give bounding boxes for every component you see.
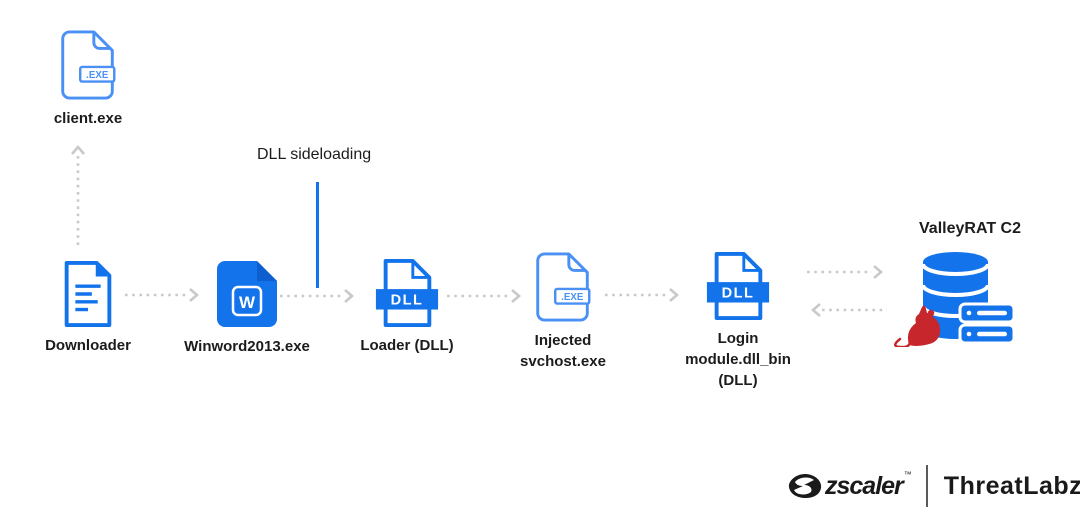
document-icon bbox=[64, 261, 112, 327]
server-rack-icon bbox=[958, 302, 1016, 345]
exe-file-icon: .EXE bbox=[536, 252, 591, 322]
node-login-module: DLL Login module.dll_bin (DLL) bbox=[673, 252, 803, 391]
node-client-exe: .EXE client.exe bbox=[33, 30, 143, 129]
arrow-login-module-to-c2 bbox=[807, 265, 883, 279]
node-valleyrat-c2: ValleyRAT C2 bbox=[888, 218, 1052, 347]
dll-file-icon: DLL bbox=[375, 259, 439, 327]
exe-file-icon: .EXE bbox=[61, 30, 116, 100]
node-label-loader: Loader (DLL) bbox=[360, 337, 454, 354]
node-injected-svchost: .EXE Injected svchost.exe bbox=[513, 252, 613, 372]
node-downloader: Downloader bbox=[33, 261, 143, 356]
arrow-loader-to-svchost bbox=[447, 289, 521, 303]
arrow-svchost-to-login-module bbox=[605, 288, 679, 302]
node-loader-dll: DLL Loader (DLL) bbox=[347, 259, 467, 356]
node-label-downloader: Downloader bbox=[45, 337, 131, 354]
arrow-downloader-to-winword bbox=[125, 288, 199, 302]
exe-badge-text: .EXE bbox=[561, 292, 584, 303]
arrow-up-downloader-to-client bbox=[71, 145, 85, 246]
node-winword: W Winword2013.exe bbox=[177, 260, 317, 357]
trademark-symbol: ™ bbox=[903, 470, 912, 479]
word-file-icon: W bbox=[217, 261, 277, 327]
threatlabz-wordmark: ThreatLabz bbox=[943, 471, 1080, 500]
arrow-c2-to-login-module bbox=[811, 303, 887, 317]
footer-brand-lockup: zscaler ™ ThreatLabz bbox=[788, 462, 1080, 510]
footer-divider bbox=[925, 465, 928, 507]
node-label-svchost: Injected svchost.exe bbox=[520, 332, 606, 370]
word-badge-text: W bbox=[239, 293, 256, 312]
zscaler-logo-icon bbox=[788, 474, 822, 498]
node-label-valleyrat-c2: ValleyRAT C2 bbox=[919, 220, 1021, 237]
dll-sideloading-annotation: DLL sideloading bbox=[257, 146, 372, 163]
arrow-winword-to-loader bbox=[280, 289, 354, 303]
zscaler-wordmark: zscaler bbox=[825, 471, 904, 500]
node-label-client: client.exe bbox=[53, 110, 123, 127]
rat-icon bbox=[894, 305, 941, 347]
database-server-icon bbox=[894, 252, 1016, 347]
exe-badge-text: .EXE bbox=[86, 70, 109, 81]
dll-file-icon: DLL bbox=[706, 252, 770, 320]
node-label-winword: Winword2013.exe bbox=[184, 338, 310, 355]
dll-badge-text: DLL bbox=[391, 293, 424, 309]
annotation-pointer-line bbox=[316, 182, 319, 288]
dll-badge-text: DLL bbox=[722, 286, 755, 302]
node-label-login-module: Login module.dll_bin (DLL) bbox=[685, 330, 791, 389]
